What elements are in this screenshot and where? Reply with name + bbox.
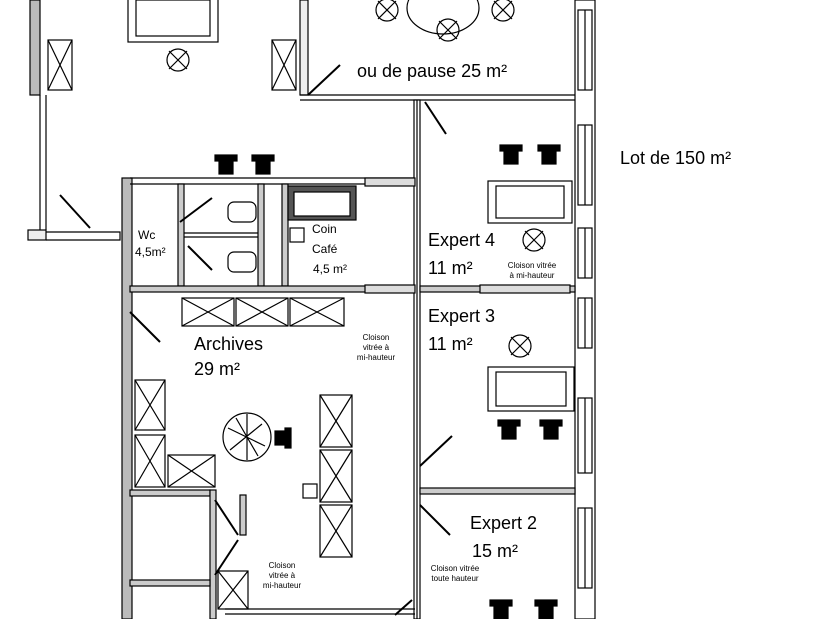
tables — [127, 0, 575, 462]
expert2-area: 15 m² — [472, 541, 519, 561]
lot-label: Lot de 150 m² — [620, 148, 732, 168]
cabinets — [47, 39, 353, 610]
coin-cafe-line1: Coin — [312, 222, 337, 236]
wc-area: 4,5m² — [135, 245, 166, 259]
coin-cafe-area: 4,5 m² — [313, 262, 348, 276]
coin-cafe-line2: Café — [312, 242, 338, 256]
expert3-area: 11 m² — [428, 334, 473, 354]
walls — [27, 0, 596, 619]
expert3-name: Expert 3 — [428, 306, 496, 326]
doors — [59, 64, 453, 616]
note-archives: Cloison vitrée à mi-hauteur — [352, 333, 400, 363]
note-expert2: Cloison vitrée toute hauteur — [420, 564, 490, 584]
pause-room-area: ou de pause 25 m² — [357, 61, 508, 81]
fixtures — [227, 185, 357, 499]
note-lower-room: Cloison vitrée à mi-hauteur — [258, 561, 306, 591]
note-expert2-line1: Cloison vitrée — [430, 564, 480, 573]
note-archives-line2: vitrée à — [362, 343, 390, 352]
expert2-name: Expert 2 — [470, 513, 538, 533]
archives-name: Archives — [194, 334, 264, 354]
archives-area: 29 m² — [194, 359, 241, 379]
wc-name: Wc — [138, 228, 156, 242]
expert4-name: Expert 4 — [428, 230, 496, 250]
chairs — [166, 0, 563, 619]
note-expert4: Cloison vitrée à mi-hauteur — [497, 261, 567, 281]
note-expert2-line2: toute hauteur — [431, 574, 479, 583]
note-archives-line1: Cloison — [362, 333, 390, 342]
note-expert4-line2: à mi-hauteur — [509, 271, 555, 280]
expert4-area: 11 m² — [428, 258, 473, 278]
note-lower-room-line3: mi-hauteur — [262, 581, 302, 590]
note-lower-room-line2: vitrée à — [268, 571, 296, 580]
note-archives-line3: mi-hauteur — [356, 353, 396, 362]
note-lower-room-line1: Cloison — [268, 561, 296, 570]
note-expert4-line1: Cloison vitrée — [507, 261, 557, 270]
